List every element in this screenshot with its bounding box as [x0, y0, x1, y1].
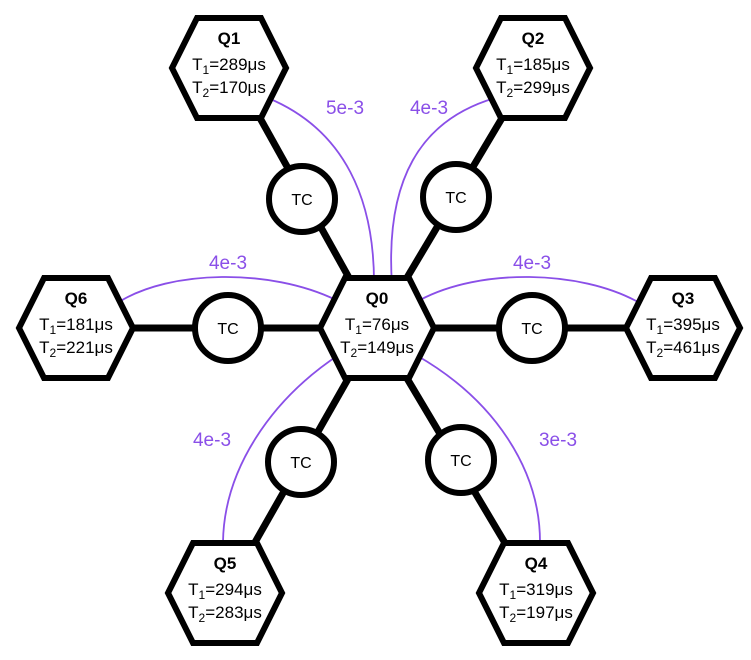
- qubit-name: Q6: [65, 289, 88, 308]
- qubit-t1: T1=289μs: [192, 55, 266, 77]
- coupling-label-q1: 5e-3: [326, 98, 364, 119]
- qubit-t2: T2=221μs: [39, 338, 113, 360]
- tunable-coupler-q2: TC: [420, 161, 492, 233]
- qubit-hexagon: [622, 275, 744, 381]
- qubit-t2: T2=149μs: [340, 338, 414, 360]
- qubit-t2: T2=299μs: [496, 78, 570, 100]
- qubit-name: Q0: [366, 289, 389, 308]
- coupling-labels: 5e-3 4e-3 4e-3 3e-3 4e-3 4e-3: [193, 98, 577, 451]
- qubit-t2: T2=461μs: [646, 338, 720, 360]
- qubit-t1: T1=76μs: [345, 315, 409, 337]
- qubit-hexagon: [15, 275, 137, 381]
- qubits: Q0 T1=76μs T2=149μs Q1 T1=289μs T2=170μs…: [15, 15, 744, 646]
- coupling-label-q6: 4e-3: [209, 253, 247, 274]
- coupler-circle: [266, 163, 338, 235]
- coupling-label-q2: 4e-3: [410, 98, 448, 119]
- coupler-circle: [425, 424, 497, 496]
- coupling-arcs: [118, 97, 639, 543]
- qubit-name: Q1: [218, 29, 241, 48]
- coupling-arc-q2: [390, 97, 496, 286]
- coupling-arc-q6: [118, 276, 337, 303]
- coupling-label-q3: 4e-3: [513, 253, 551, 274]
- qubit-q2: Q2 T1=185μs T2=299μs: [472, 15, 594, 121]
- qubit-hexagon: [472, 15, 594, 121]
- coupler-label: TC: [217, 321, 238, 338]
- qubit-t1: T1=395μs: [646, 315, 720, 337]
- qubit-t1: T1=181μs: [39, 315, 113, 337]
- coupler-label: TC: [291, 192, 312, 209]
- coupling-arc-q5: [222, 353, 341, 543]
- tunable-coupler-q4: TC: [425, 424, 497, 496]
- qubit-hexagon: [316, 275, 438, 381]
- coupler-label: TC: [521, 321, 542, 338]
- qubit-name: Q2: [522, 29, 545, 48]
- coupler-label: TC: [450, 453, 471, 470]
- qubit-q4: Q4 T1=319μs T2=197μs: [475, 540, 597, 646]
- qubit-t2: T2=283μs: [188, 603, 262, 625]
- qubit-t1: T1=185μs: [496, 55, 570, 77]
- qubit-hexagon: [164, 540, 286, 646]
- qubit-hexagon: [475, 540, 597, 646]
- qubit-q6: Q6 T1=181μs T2=221μs: [15, 275, 137, 381]
- coupler-circle: [420, 161, 492, 233]
- qubit-t1: T1=294μs: [188, 580, 262, 602]
- qubit-hexagon: [168, 15, 290, 121]
- qubit-q3: Q3 T1=395μs T2=461μs: [622, 275, 744, 381]
- qubit-q0: Q0 T1=76μs T2=149μs: [316, 275, 438, 381]
- qubit-q5: Q5 T1=294μs T2=283μs: [164, 540, 286, 646]
- tunable-coupler-q1: TC: [266, 163, 338, 235]
- coupler-label: TC: [290, 455, 311, 472]
- coupler-label: TC: [445, 190, 466, 207]
- tunable-coupler-q3: TC: [496, 292, 568, 364]
- tunable-coupler-q5: TC: [265, 426, 337, 498]
- qubit-t1: T1=319μs: [499, 580, 573, 602]
- qubit-t2: T2=170μs: [192, 78, 266, 100]
- coupling-arc-q3: [419, 276, 639, 303]
- qubit-name: Q4: [525, 554, 548, 573]
- coupling-arc-q1: [267, 97, 375, 288]
- coupling-label-q5: 4e-3: [193, 430, 231, 451]
- tunable-coupler-q6: TC: [192, 292, 264, 364]
- coupler-circle: [192, 292, 264, 364]
- coupling-arc-q4: [415, 354, 541, 543]
- qubit-t2: T2=197μs: [499, 603, 573, 625]
- qubit-q1: Q1 T1=289μs T2=170μs: [168, 15, 290, 121]
- tunable-couplers: TC TC TC TC TC TC: [192, 161, 568, 498]
- qubit-name: Q5: [214, 554, 237, 573]
- coupler-circle: [496, 292, 568, 364]
- qubit-name: Q3: [672, 289, 695, 308]
- coupling-label-q4: 3e-3: [539, 430, 577, 451]
- coupler-circle: [265, 426, 337, 498]
